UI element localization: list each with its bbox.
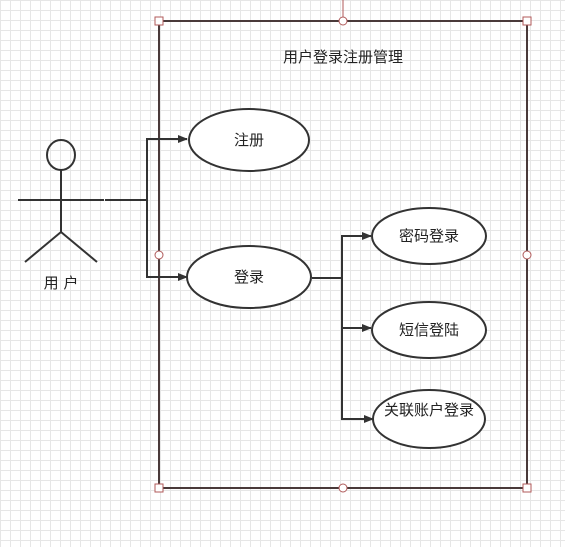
usecase-linked-account-login-shape[interactable] [372, 389, 486, 449]
usecase-login-shape[interactable] [186, 245, 312, 309]
connector-to-sms-login [341, 278, 372, 332]
selection-handles[interactable] [154, 16, 532, 493]
resize-handle-icon[interactable] [154, 483, 164, 493]
connector-to-linked-account-login [341, 328, 374, 423]
resize-handle-icon[interactable] [338, 16, 348, 26]
usecase-password-login-shape[interactable] [371, 207, 487, 265]
actor-stick-figure-icon[interactable] [18, 139, 104, 263]
actor-connectors[interactable] [105, 135, 188, 281]
actor-name: 用 户 [43, 274, 79, 292]
usecase-register-label: 注册 [233, 131, 264, 149]
resize-handle-icon[interactable] [522, 250, 532, 260]
usecase-sms-login-label: 短信登陆 [398, 321, 459, 339]
resize-handle-icon[interactable] [522, 483, 532, 493]
usecase-sms-login-shape[interactable] [371, 301, 487, 359]
resize-handle-icon[interactable] [154, 16, 164, 26]
resize-handle-icon[interactable] [338, 483, 348, 493]
usecase-login-label: 登录 [233, 268, 264, 286]
resize-handle-icon[interactable] [522, 16, 532, 26]
login-connectors[interactable] [312, 232, 374, 423]
connector-to-register [105, 135, 188, 201]
connector-to-password-login [312, 232, 372, 279]
system-title: 用户登录注册管理 [282, 48, 403, 66]
connector-to-login [146, 200, 188, 281]
resize-handle-icon[interactable] [154, 250, 164, 260]
usecase-register-shape[interactable] [188, 108, 310, 172]
usecase-password-login-label: 密码登录 [398, 227, 459, 245]
usecase-linked-account-login-label: 关联账户登录 [384, 401, 475, 419]
